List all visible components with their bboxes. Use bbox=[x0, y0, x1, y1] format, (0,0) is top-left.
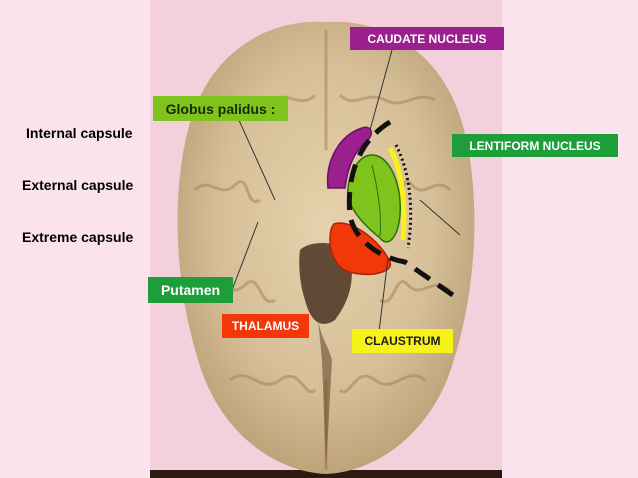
globus-pallidus-tag: Globus palidus : bbox=[153, 96, 288, 121]
external-capsule-label: External capsule bbox=[22, 177, 134, 193]
extreme-capsule-label: Extreme capsule bbox=[22, 229, 134, 245]
caudate-nucleus-tag: CAUDATE NUCLEUS bbox=[350, 27, 504, 50]
brain-section-photo bbox=[150, 0, 502, 478]
thalamus-tag: THALAMUS bbox=[222, 314, 309, 338]
internal-capsule-label: Internal capsule bbox=[26, 125, 133, 141]
putamen-tag: Putamen bbox=[148, 277, 233, 303]
claustrum-tag: CLAUSTRUM bbox=[352, 329, 453, 353]
lentiform-nucleus-tag: LENTIFORM NUCLEUS bbox=[452, 134, 618, 157]
